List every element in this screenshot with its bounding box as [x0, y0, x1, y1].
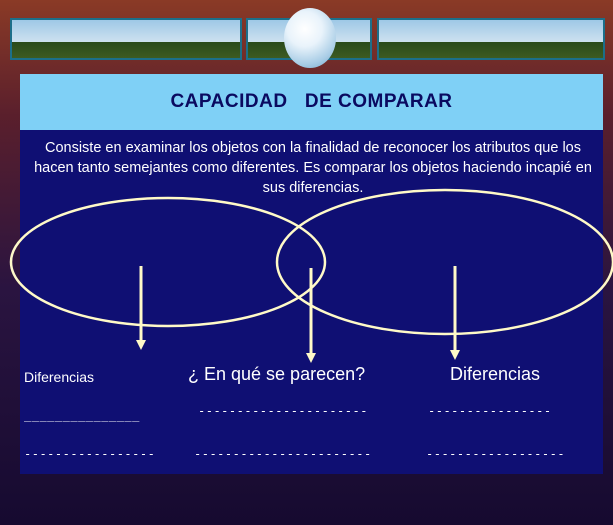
left-answer-line-2: ----------------- [24, 447, 156, 461]
center-answer-line-1: ---------------------- [198, 404, 368, 418]
right-answer-line-1: ---------------- [428, 404, 552, 418]
right-label: Diferencias [450, 364, 541, 384]
title-bar: CAPACIDAD DE COMPARAR [20, 74, 603, 130]
left-ellipse [9, 196, 327, 328]
description-text: Consiste en examinar los objetos con la … [34, 140, 592, 196]
left-answer-line-1: _______________ [24, 408, 140, 422]
right-answer-line-2: ------------------ [426, 447, 566, 461]
landscape-strip-left [10, 18, 242, 60]
landscape-strip-right [377, 18, 605, 60]
center-answer-line-2: ----------------------- [194, 447, 372, 461]
center-label: ¿ En qué se parecen? [188, 364, 366, 384]
left-label: Diferencias [24, 369, 95, 385]
globe-icon [284, 8, 336, 68]
page-title: CAPACIDAD DE COMPARAR [170, 91, 453, 112]
right-ellipse [275, 188, 613, 336]
